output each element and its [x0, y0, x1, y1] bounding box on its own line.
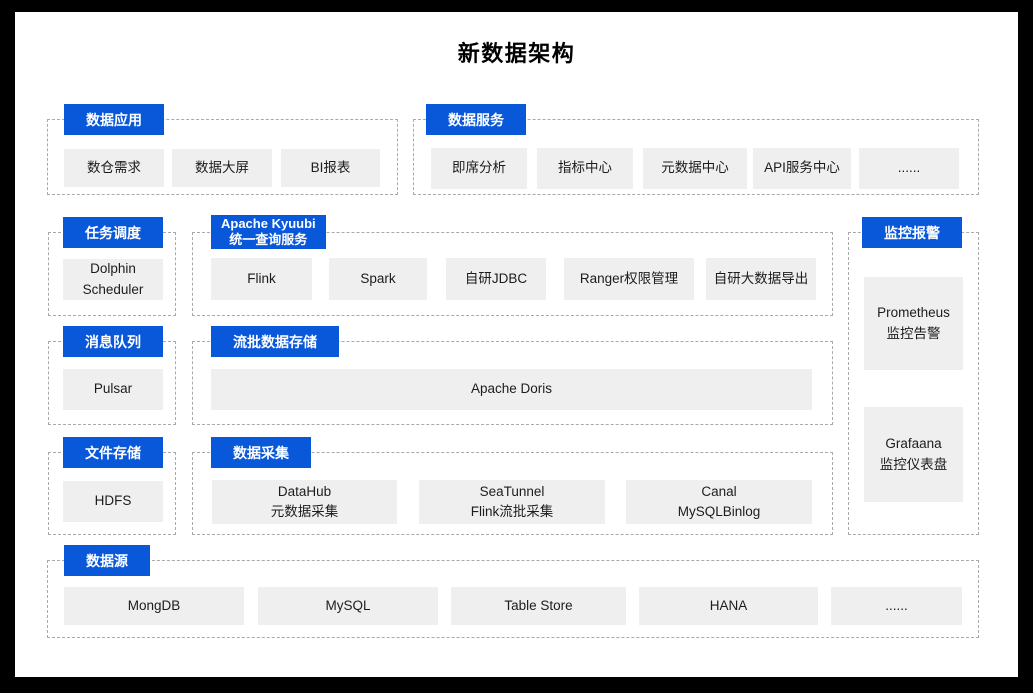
section-label-stream-batch-storage: 流批数据存储 — [211, 326, 339, 357]
section-label-message-queue: 消息队列 — [63, 326, 163, 357]
section-data-application — [47, 119, 398, 195]
section-label-task-scheduling: 任务调度 — [63, 217, 163, 248]
item-shucang-xuqiu: 数仓需求 — [64, 149, 164, 187]
item-shuju-daping: 数据大屏 — [172, 149, 272, 187]
page-title: 新数据架构 — [457, 41, 576, 66]
item-mysql: MySQL — [258, 587, 438, 625]
item-grafaana: Grafaana 监控仪表盘 — [864, 407, 963, 502]
item-prometheus: Prometheus 监控告警 — [864, 277, 963, 370]
item-api-service-center: API服务中心 — [753, 148, 851, 189]
item-yuanshuju-zhongxin: 元数据中心 — [643, 148, 747, 189]
item-hana: HANA — [639, 587, 818, 625]
section-label-data-service: 数据服务 — [426, 104, 526, 135]
item-dolphin-scheduler: Dolphin Scheduler — [63, 259, 163, 300]
item-flink: Flink — [211, 258, 312, 300]
item-zhibiao-zhongxin: 指标中心 — [537, 148, 633, 189]
item-table-store: Table Store — [451, 587, 626, 625]
item-hdfs: HDFS — [63, 481, 163, 522]
section-label-data-source: 数据源 — [64, 545, 150, 576]
item-ziyan-jdbc: 自研JDBC — [446, 258, 546, 300]
item-canal: Canal MySQLBinlog — [626, 480, 812, 524]
section-label-file-storage: 文件存储 — [63, 437, 163, 468]
section-data-collection — [192, 452, 833, 535]
section-label-data-collection: 数据采集 — [211, 437, 311, 468]
item-seatunnel: SeaTunnel Flink流批采集 — [419, 480, 605, 524]
section-stream-batch-storage — [192, 341, 833, 425]
item-bi-baobiao: BI报表 — [281, 149, 380, 187]
section-kyuubi-query — [192, 232, 833, 316]
item-pulsar: Pulsar — [63, 369, 163, 410]
section-label-kyuubi-query: Apache Kyuubi 统一查询服务 — [211, 215, 326, 249]
item-ranger-quanxian: Ranger权限管理 — [564, 258, 694, 300]
section-label-monitoring-alert: 监控报警 — [862, 217, 962, 248]
item-ziyan-dashuju-daochu: 自研大数据导出 — [706, 258, 816, 300]
item-data-source-more: ...... — [831, 587, 962, 625]
item-apache-doris: Apache Doris — [211, 369, 812, 410]
item-jixi-fenxi: 即席分析 — [431, 148, 527, 189]
section-data-source — [47, 560, 979, 638]
section-label-data-application: 数据应用 — [64, 104, 164, 135]
item-datahub: DataHub 元数据采集 — [212, 480, 397, 524]
item-mongdb: MongDB — [64, 587, 244, 625]
section-data-service — [413, 119, 979, 195]
item-data-service-more: ...... — [859, 148, 959, 189]
item-spark: Spark — [329, 258, 427, 300]
